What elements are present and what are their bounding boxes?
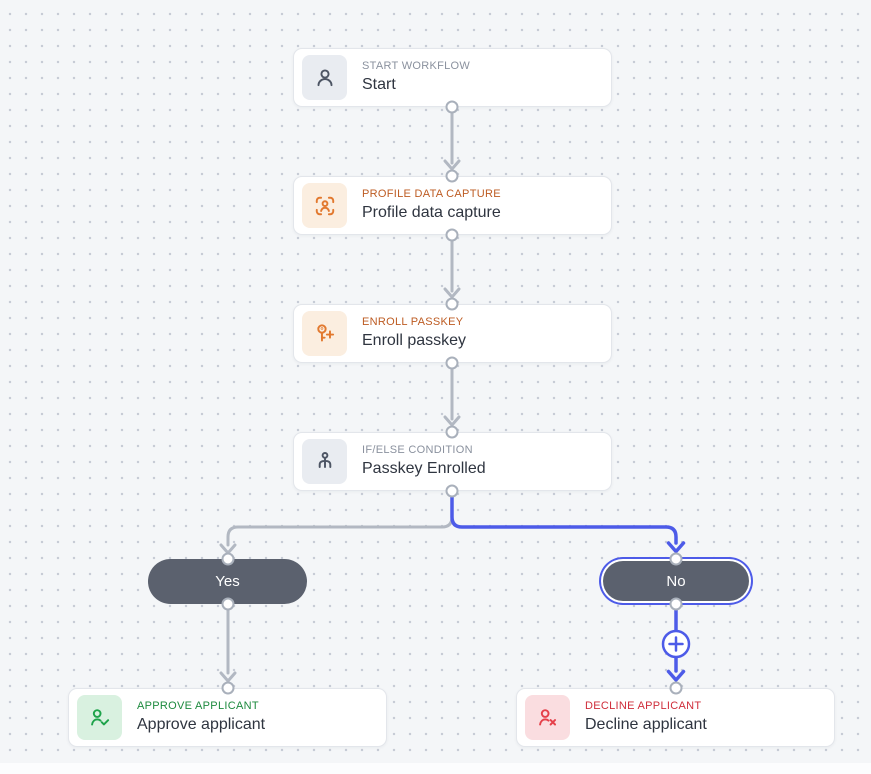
passkey-plus-icon [302,311,347,356]
canvas-bottom-strip [0,763,871,774]
edge-ifelse-to-no[interactable] [450,495,686,554]
port-yes-out[interactable] [221,597,235,611]
port-profile-in[interactable] [445,169,459,183]
node-type-label: PROFILE DATA CAPTURE [362,188,501,201]
port-decline-in[interactable] [669,681,683,695]
branch-yes[interactable]: Yes [148,559,307,604]
edge-ifelse-to-yes[interactable] [219,495,454,555]
node-title: Start [362,76,396,94]
port-enroll-out[interactable] [445,356,459,370]
node-type-label: ENROLL PASSKEY [362,316,464,329]
node-title: Decline applicant [585,716,707,734]
person-check-icon [77,695,122,740]
person-icon [302,55,347,100]
port-ifelse-in[interactable] [445,425,459,439]
plus-icon [668,636,684,652]
node-title: Approve applicant [137,716,266,734]
node-type-label: IF/ELSE CONDITION [362,444,473,457]
person-scan-icon [302,183,347,228]
add-step-button[interactable] [661,629,691,659]
node-title: Profile data capture [362,204,501,222]
branch-icon [302,439,347,484]
port-yes-in[interactable] [221,552,235,566]
edge-profile-to-enroll[interactable] [443,239,461,299]
branch-label: No [666,572,686,590]
node-approve-applicant[interactable]: APPROVE APPLICANT Approve applicant [68,688,387,747]
branch-no[interactable]: No [603,561,749,601]
port-approve-in[interactable] [221,681,235,695]
edge-enroll-to-ifelse[interactable] [443,367,461,427]
port-no-out[interactable] [669,597,683,611]
port-start-out[interactable] [445,100,459,114]
node-enroll-passkey[interactable]: ENROLL PASSKEY Enroll passkey [293,304,612,363]
node-decline-applicant[interactable]: DECLINE APPLICANT Decline applicant [516,688,835,747]
node-profile-data-capture[interactable]: PROFILE DATA CAPTURE Profile data captur… [293,176,612,235]
node-title: Passkey Enrolled [362,460,486,478]
node-start[interactable]: START WORKFLOW Start [293,48,612,107]
port-profile-out[interactable] [445,228,459,242]
person-x-icon [525,695,570,740]
branch-label: Yes [215,573,240,590]
node-title: Enroll passkey [362,332,467,350]
port-no-in[interactable] [669,552,683,566]
node-if-else-condition[interactable]: IF/ELSE CONDITION Passkey Enrolled [293,432,612,491]
port-ifelse-out[interactable] [445,484,459,498]
node-type-label: START WORKFLOW [362,60,471,73]
edge-yes-to-approve[interactable] [219,608,237,683]
node-type-label: DECLINE APPLICANT [585,700,702,713]
node-type-label: APPROVE APPLICANT [137,700,259,713]
port-enroll-in[interactable] [445,297,459,311]
edge-start-to-profile[interactable] [443,111,461,171]
